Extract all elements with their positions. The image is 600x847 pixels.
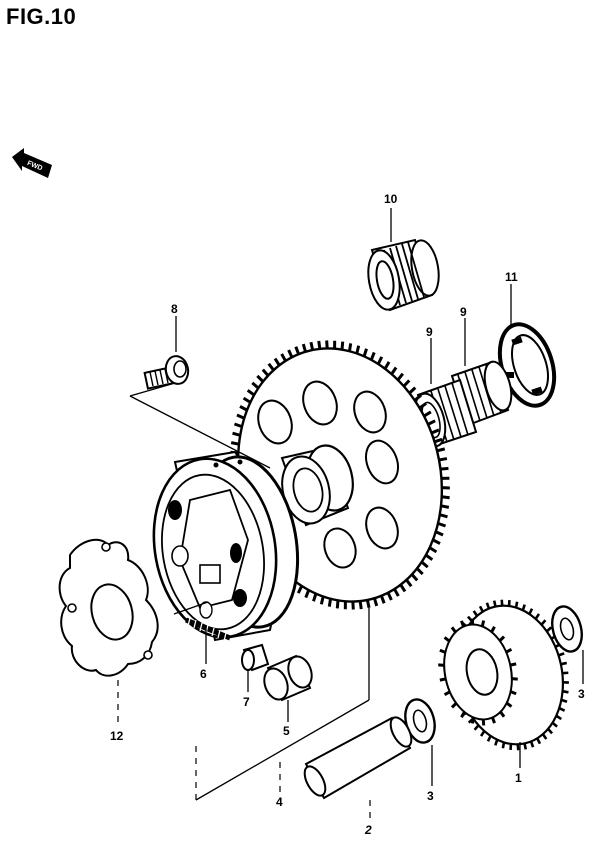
gear-tooth (340, 341, 345, 350)
gear-tooth (296, 585, 304, 594)
clutch-plate-part-12 (58, 538, 159, 677)
gear-tooth (369, 351, 376, 361)
gear-tooth (402, 379, 411, 388)
gear-tooth (251, 381, 260, 390)
gear-tooth (386, 592, 393, 601)
shaft-part-2 (303, 716, 413, 800)
gear-tooth (399, 583, 407, 593)
washer-part-3-middle (404, 698, 436, 744)
needle-bearing-part-10 (367, 238, 440, 312)
gear-tooth (408, 386, 417, 395)
gear-tooth (351, 601, 355, 610)
callout-10: 10 (384, 192, 398, 206)
gear-tooth (261, 368, 270, 377)
gear-tooth (301, 343, 307, 353)
washer-part-3-right (551, 605, 583, 653)
gear-tooth (428, 546, 438, 554)
gear-tooth (335, 600, 340, 609)
gear-tooth (441, 476, 450, 480)
gear-tooth (319, 596, 325, 605)
gear-tooth (233, 422, 243, 429)
gear-tooth (441, 495, 450, 500)
gear-tooth (420, 560, 429, 569)
gear-tooth (232, 431, 241, 437)
gear-tooth (373, 597, 379, 607)
gear-tooth (405, 578, 413, 588)
gear-tooth (230, 441, 240, 446)
callout-12: 12 (110, 729, 124, 743)
gear-tooth (376, 356, 384, 365)
figure-title: FIG.10 (6, 4, 77, 29)
callout-6: 6 (200, 667, 207, 681)
callout-11: 11 (505, 270, 518, 284)
gear-tooth (365, 599, 371, 609)
gear-tooth (236, 413, 245, 420)
gear-tooth (441, 486, 450, 490)
callout-3-bottom: 3 (427, 789, 434, 803)
idle-gear-part-1 (438, 599, 569, 751)
gear-tooth (246, 389, 256, 397)
gear-tooth (415, 567, 424, 576)
callout-1: 1 (515, 771, 522, 785)
gear-tooth (436, 447, 446, 453)
gear-tooth (362, 348, 368, 357)
gear-tooth (434, 437, 443, 444)
gear-tooth (280, 353, 287, 362)
gear-tooth (379, 595, 386, 604)
callout-labels: 10 11 9 9 8 6 7 5 12 4 3 2 1 3 (110, 192, 585, 837)
gear-tooth (438, 457, 448, 462)
gear-tooth (333, 340, 337, 349)
gear-tooth (410, 573, 419, 582)
gear-tooth (413, 394, 422, 402)
plunger-part-7 (241, 643, 270, 672)
gear-tooth (317, 340, 322, 350)
gear-tooth (427, 419, 436, 426)
gear-tooth (423, 410, 432, 418)
starter-clutch-body (152, 450, 300, 642)
callout-4: 4 (276, 795, 283, 809)
callout-9-front: 9 (426, 325, 433, 339)
forward-arrow-icon: FWD (12, 148, 52, 178)
gear-tooth (435, 530, 444, 537)
roller-part-5 (263, 654, 313, 702)
gear-tooth (396, 372, 405, 381)
gear-tooth (440, 466, 449, 471)
gear-tooth (347, 343, 353, 352)
gear-tooth (273, 357, 281, 367)
gear-tooth (304, 589, 311, 599)
gear-tooth (256, 374, 265, 383)
gear-tooth (343, 601, 347, 610)
gear-tooth (294, 346, 301, 355)
gear-tooth (432, 538, 441, 545)
gear-tooth (267, 362, 275, 372)
gear-tooth (287, 349, 294, 358)
gear-tooth (437, 521, 447, 528)
gear-tooth (393, 588, 400, 597)
gear-tooth (355, 345, 361, 354)
gear-tooth (440, 504, 450, 509)
callout-5: 5 (283, 724, 290, 738)
gear-tooth (327, 598, 333, 607)
gear-tooth (424, 553, 434, 561)
callout-3-right: 3 (578, 687, 585, 701)
bolt-part-8 (143, 355, 190, 390)
gear-tooth (390, 366, 398, 375)
leader-lines (117, 208, 584, 822)
gear-tooth (358, 600, 363, 610)
gear-tooth (325, 340, 329, 349)
gear-tooth (383, 361, 391, 370)
spring-part-6 (185, 617, 231, 642)
gear-tooth (430, 428, 440, 435)
callout-8: 8 (171, 302, 178, 316)
callout-9-rear: 9 (460, 305, 467, 319)
callout-2: 2 (364, 823, 372, 837)
gear-tooth (242, 396, 252, 404)
gear-tooth (439, 513, 448, 519)
gear-tooth (418, 402, 427, 410)
gear-tooth (312, 593, 318, 602)
gear-tooth (239, 405, 248, 412)
gear-tooth (309, 341, 315, 351)
callout-7: 7 (243, 695, 250, 709)
